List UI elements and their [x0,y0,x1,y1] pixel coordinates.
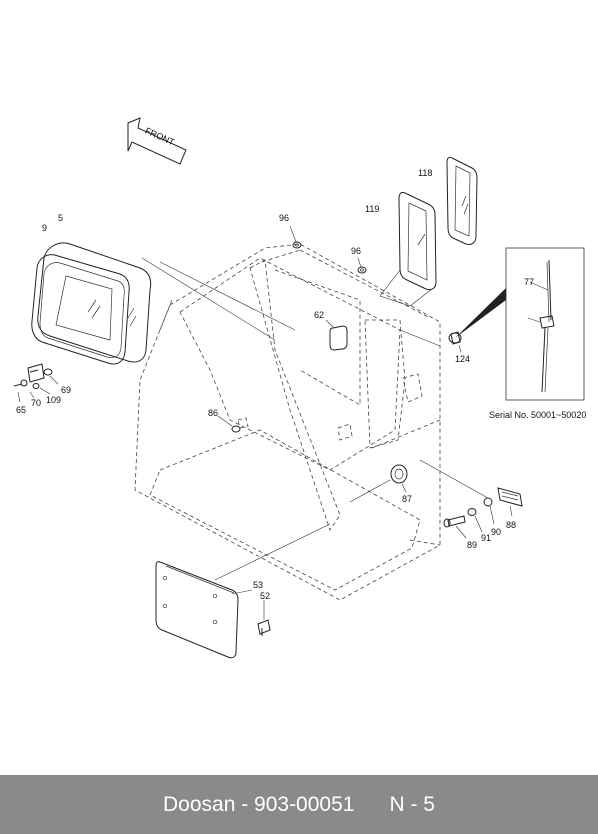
callout-124: 124 [455,354,471,364]
footer-page-number: N - 5 [389,792,435,816]
front-arrow-icon: FRONT [127,117,187,165]
callout-89: 89 [467,540,478,550]
callout-90: 90 [491,527,502,537]
antenna-inset [455,247,585,401]
cab-frame [134,243,441,601]
callout-77: 77 [524,277,535,287]
callout-96: 96 [351,246,362,256]
rear-panel-assembly [155,523,331,659]
callout-5: 5 [58,213,64,223]
callout-87: 87 [402,494,413,504]
callout-9: 9 [42,223,48,233]
callout-69: 69 [61,385,72,395]
callout-109: 109 [46,395,62,405]
callout-65: 65 [16,405,27,415]
footer-spacer [354,793,389,817]
callout-96: 96 [279,213,290,223]
callout-118: 118 [418,168,433,178]
callout-91: 91 [481,533,492,543]
small-parts [217,225,462,503]
callout-70: 70 [31,398,42,408]
door-window-assembly [379,156,478,307]
latch-assembly-right [419,459,523,539]
left-window-assembly [31,242,296,365]
callout-62: 62 [314,310,325,320]
callout-53: 53 [253,580,264,590]
callout-86: 86 [208,408,219,418]
callout-52: 52 [260,591,271,601]
page-footer: Doosan - 903-00051 N - 5 [0,775,598,834]
cab-exploded-diagram: FRONT [13,117,585,659]
front-arrow-label: FRONT [144,126,177,148]
latch-assembly-left [13,363,59,403]
callout-119: 119 [365,204,380,214]
serial-number-note: Serial No. 50001~50020 [489,410,587,420]
footer-model: Doosan - 903-00051 [162,792,355,816]
callout-88: 88 [506,520,517,530]
